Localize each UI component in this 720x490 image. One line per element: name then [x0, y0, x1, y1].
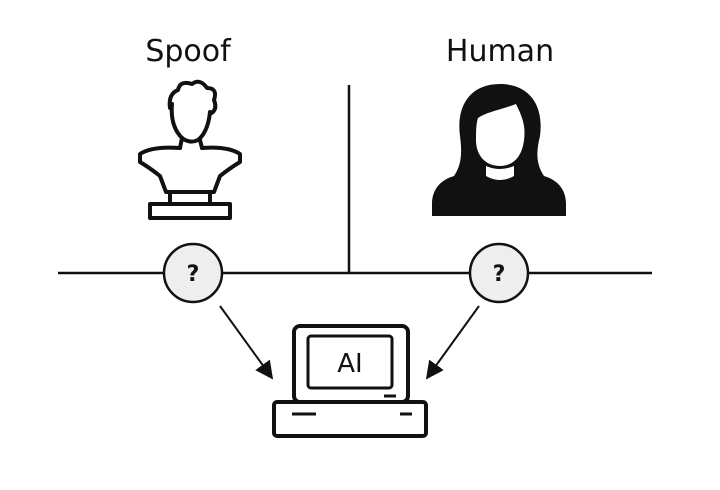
arrow-right — [425, 305, 480, 380]
question-node-right: ? — [468, 242, 530, 304]
arrow-left — [219, 305, 274, 380]
retro-computer-icon: AI — [272, 324, 428, 438]
ai-screen-label: AI — [337, 349, 362, 379]
question-node-left: ? — [162, 242, 224, 304]
question-left-label: ? — [187, 262, 200, 287]
bust-statue-icon — [138, 79, 242, 220]
human-label: Human — [446, 34, 554, 69]
question-right-label: ? — [493, 262, 506, 287]
spoof-label: Spoof — [145, 34, 232, 69]
woman-silhouette-icon — [432, 84, 566, 216]
